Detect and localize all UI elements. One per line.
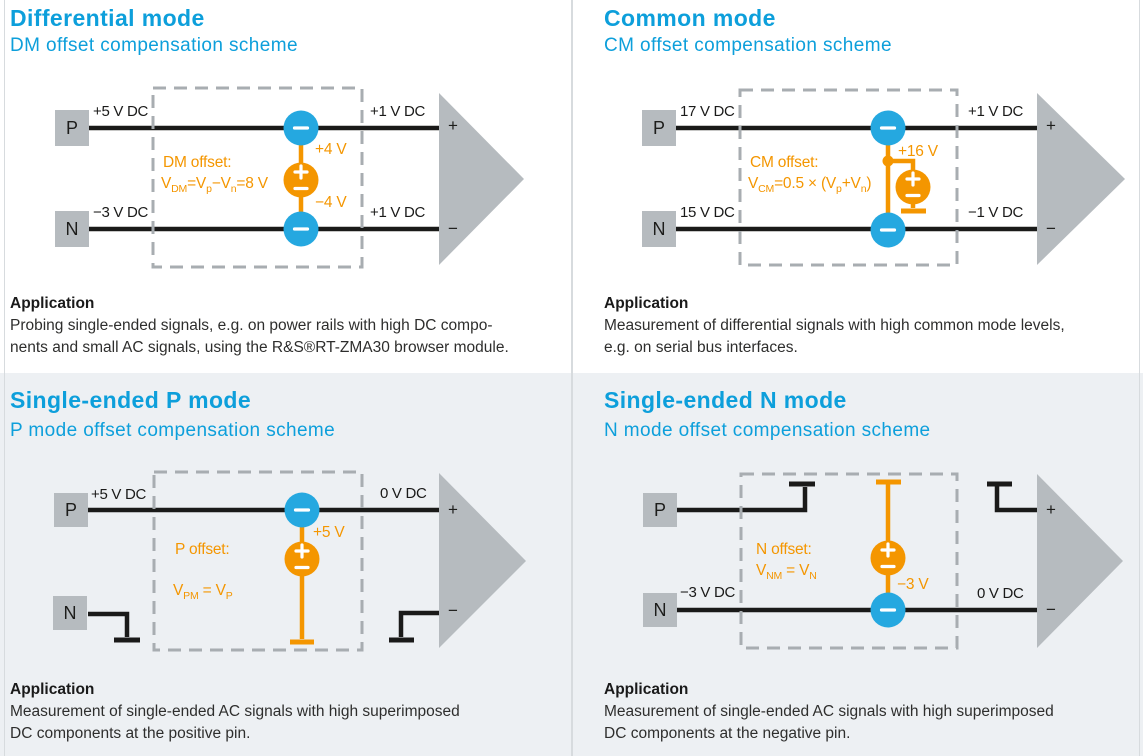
offset-title-label: P offset: [175, 541, 230, 558]
subtract-node-p-icon [870, 110, 906, 146]
offset-formula: VDM=Vp−Vn=8 V [161, 175, 268, 196]
pin-box-n: N [55, 211, 89, 247]
n-input-voltage-label: −3 V DC [680, 584, 736, 601]
p-input-voltage-label: 17 V DC [680, 103, 735, 120]
application-text-line: Measurement of single-ended AC signals w… [10, 703, 460, 720]
section-title: Single-ended P mode [10, 387, 252, 413]
application-heading: Application [10, 295, 95, 312]
amp-minus-ground-stub-wire [398, 610, 441, 637]
pin-box-n: N [642, 211, 676, 247]
offset-voltage-source-icon [870, 540, 906, 576]
offset-voltage-source-icon [895, 169, 931, 205]
amp-plus-ground-stub-wire [994, 486, 1037, 513]
n-input-voltage-label: −3 V DC [93, 204, 149, 221]
amplifier-triangle-icon [439, 93, 524, 265]
pin-box-p: P [55, 110, 89, 146]
p-ground-stub-wire [677, 487, 808, 513]
center-column-divider [571, 0, 573, 756]
section-title: Common mode [604, 5, 776, 31]
cm-circuit-diagram [676, 88, 1125, 267]
amp-minus-input-label: − [1046, 219, 1056, 238]
section-subtitle: CM offset compensation scheme [604, 35, 892, 56]
application-text-line: Probing single-ended signals, e.g. on po… [10, 317, 493, 334]
application-text-line: DC components at the negative pin. [604, 725, 851, 742]
amp-plus-input-label: + [448, 500, 458, 519]
quadrant-single-ended-n-mode: Single-ended N mode N mode offset compen… [572, 373, 1143, 756]
offset-formula: VPM = VP [173, 582, 233, 603]
source-top-voltage-label: +16 V [898, 143, 938, 160]
section-subtitle: N mode offset compensation scheme [604, 420, 931, 441]
offset-region-dashed-box [739, 472, 959, 650]
subtract-node-n-icon [870, 592, 906, 628]
pin-box-p: P [643, 493, 677, 527]
offset-voltage-source-icon [283, 162, 319, 198]
offset-formula: VNM = VN [756, 562, 817, 583]
left-page-rule [4, 0, 5, 756]
application-text-line: nents and small AC signals, using the R&… [10, 339, 509, 356]
p-output-voltage-label: +1 V DC [968, 103, 1024, 120]
source-top-voltage-label: +5 V [313, 524, 345, 541]
amp-minus-input-label: − [448, 601, 458, 620]
p-input-voltage-label: +5 V DC [93, 103, 149, 120]
n-output-voltage-label: +1 V DC [370, 204, 426, 221]
application-block: Application Measurement of single-ended … [10, 679, 460, 745]
n-output-voltage-label: 0 V DC [977, 585, 1024, 602]
application-block: Application Probing single-ended signals… [10, 293, 509, 359]
amp-minus-input-label: − [1046, 600, 1056, 619]
section-subtitle: DM offset compensation scheme [10, 35, 298, 56]
application-text-line: DC components at the positive pin. [10, 725, 251, 742]
offset-title-label: CM offset: [750, 154, 819, 171]
n-ground-stub-wire [88, 611, 130, 637]
application-block: Application Measurement of single-ended … [604, 679, 1054, 745]
dm-circuit-diagram [89, 86, 524, 269]
application-heading: Application [604, 681, 689, 698]
subtract-node-n-icon [870, 212, 906, 248]
section-title: Differential mode [10, 5, 205, 31]
right-page-rule [1139, 0, 1140, 756]
offset-voltage-source-icon [284, 541, 320, 577]
application-text-line: Measurement of single-ended AC signals w… [604, 703, 1054, 720]
p-output-voltage-label: 0 V DC [380, 485, 427, 502]
p-output-voltage-label: +1 V DC [370, 103, 426, 120]
source-top-voltage-label: +4 V [315, 141, 347, 158]
application-text-line: Measurement of differential signals with… [604, 317, 1065, 334]
subtract-node-n-icon [283, 211, 319, 247]
subtract-node-p-icon [284, 492, 320, 528]
n-mode-circuit-diagram [677, 472, 1123, 650]
pin-box-n: N [643, 593, 677, 627]
section-title: Single-ended N mode [604, 387, 847, 413]
amp-plus-input-label: + [1046, 500, 1056, 519]
section-subtitle: P mode offset compensation scheme [10, 420, 336, 441]
amp-minus-input-label: − [448, 219, 458, 238]
quadrant-single-ended-p-mode: Single-ended P mode P mode offset compen… [0, 373, 571, 756]
offset-region-dashed-box [151, 86, 364, 269]
pin-box-p: P [54, 493, 88, 527]
subtract-node-p-icon [283, 110, 319, 146]
amplifier-triangle-icon [439, 473, 526, 648]
pin-box-p: P [642, 110, 676, 146]
offset-region-dashed-box [738, 88, 959, 267]
offset-title-label: N offset: [756, 541, 812, 558]
offset-title-label: DM offset: [163, 154, 232, 171]
amplifier-triangle-icon [1037, 474, 1123, 648]
quadrant-common-mode: Common mode CM offset compensation schem… [572, 0, 1143, 373]
amplifier-triangle-icon [1037, 93, 1125, 265]
p-mode-circuit-diagram [88, 470, 526, 652]
p-input-voltage-label: +5 V DC [91, 486, 147, 503]
n-input-voltage-label: 15 V DC [680, 204, 735, 221]
quadrant-differential-mode: Differential mode DM offset compensation… [0, 0, 571, 373]
amp-plus-input-label: + [448, 116, 458, 135]
pin-box-n: N [53, 596, 87, 630]
offset-formula: VCM=0.5 × (Vp+Vn) [748, 175, 872, 196]
offset-region-dashed-box [152, 470, 364, 652]
application-heading: Application [10, 681, 95, 698]
amp-plus-input-label: + [1046, 116, 1056, 135]
n-output-voltage-label: −1 V DC [968, 204, 1024, 221]
application-heading: Application [604, 295, 689, 312]
source-bottom-voltage-label: −4 V [315, 194, 347, 211]
application-block: Application Measurement of differential … [604, 293, 1065, 359]
source-bottom-voltage-label: −3 V [897, 576, 929, 593]
application-text-line: e.g. on serial bus interfaces. [604, 339, 798, 356]
junction-dot-icon [882, 155, 894, 167]
